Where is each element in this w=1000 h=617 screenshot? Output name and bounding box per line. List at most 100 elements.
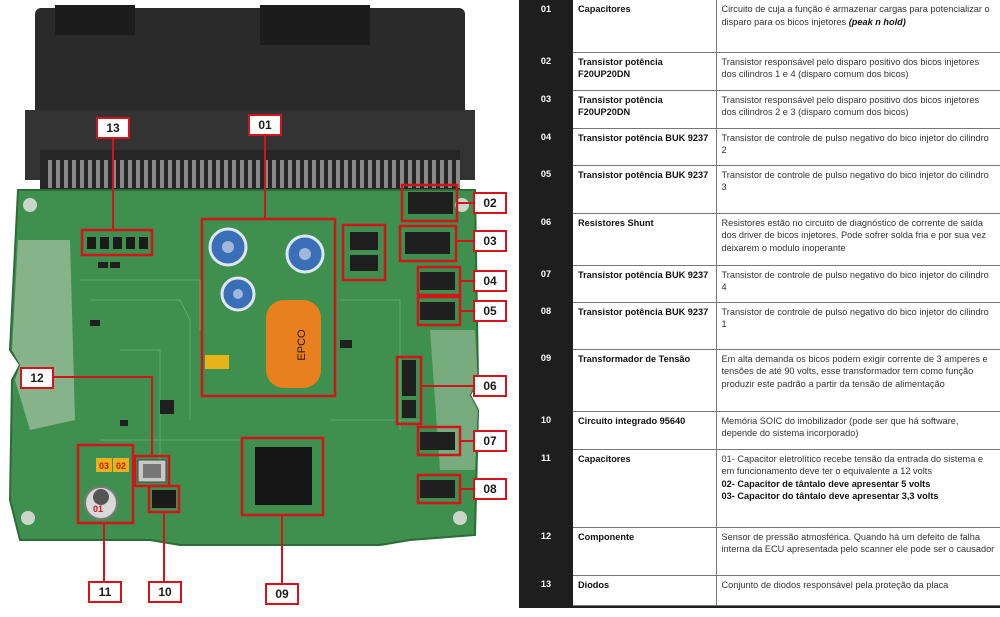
row-description: Transistor responsável pelo disparo posi…	[716, 52, 1000, 91]
legend-row: 13 Diodos Conjunto de diodos responsável…	[519, 575, 1000, 606]
epco-label: EPCO	[296, 329, 308, 361]
connector-pin	[368, 160, 372, 188]
row-component: Transistor potência BUK 9237	[573, 128, 717, 166]
highlight-03	[341, 223, 387, 282]
connector-pin	[88, 160, 92, 188]
connector-pin	[96, 160, 100, 188]
connector-pin	[360, 160, 364, 188]
callout-12: 12	[20, 367, 54, 389]
connector-pin	[72, 160, 76, 188]
legend-row: 08 Transistor potência BUK 9237 Transist…	[519, 302, 1000, 350]
legend-panel: 01 Capacitores Circuito de cuja a função…	[519, 0, 1000, 608]
legend-table: 01 Capacitores Circuito de cuja a função…	[519, 0, 1000, 606]
row-component: Diodos	[573, 575, 717, 606]
item11-marks: 03 02 01	[84, 458, 129, 520]
row-component: Transistor potência F20UP20DN	[573, 90, 717, 129]
tant-2-label: 02	[116, 461, 126, 471]
connector-pin	[344, 160, 348, 188]
row-number: 11	[519, 449, 573, 527]
row-number: 02	[519, 52, 573, 90]
row-component: Transistor potência BUK 9237	[573, 265, 717, 303]
row-description: Transistor de controle de pulso negativo…	[716, 302, 1000, 350]
mount-hole	[453, 511, 467, 525]
desc-bold: (peak n hold)	[848, 16, 906, 27]
callout-11: 11	[88, 581, 122, 603]
desc-line-3: 03- Capacitor do tântalo deve apresentar…	[721, 491, 939, 501]
row-component: Resistores Shunt	[573, 213, 717, 266]
connector-pin	[304, 160, 308, 188]
highlight-06	[395, 355, 423, 426]
legend-row: 01 Capacitores Circuito de cuja a função…	[519, 0, 1000, 53]
row-description: Sensor de pressão atmosférica. Quando há…	[716, 527, 1000, 576]
connector-pin	[208, 160, 212, 188]
ecu-board-illustration: EPCO	[8, 5, 480, 583]
connector-pin	[160, 160, 164, 188]
legend-row: 02 Transistor potência F20UP20DN Transis…	[519, 52, 1000, 91]
connector-pin	[200, 160, 204, 188]
row-component: Transistor potência BUK 9237	[573, 302, 717, 350]
connector-pin	[224, 160, 228, 188]
mount-hole	[23, 198, 37, 212]
connector-pin	[384, 160, 388, 188]
row-number: 04	[519, 128, 573, 165]
connector-pin	[256, 160, 260, 188]
legend-row: 05 Transistor potência BUK 9237 Transist…	[519, 165, 1000, 214]
row-description: Transistor de controle de pulso negativo…	[716, 165, 1000, 214]
legend-row: 10 Circuito integrado 95640 Memória SOIC…	[519, 411, 1000, 450]
connector-pin	[192, 160, 196, 188]
row-description: Resistores estão no circuito de diagnóst…	[716, 213, 1000, 266]
connector-pin	[376, 160, 380, 188]
desc-text: Circuito de cuja a função é armazenar ca…	[721, 4, 990, 27]
row-description: Conjunto de diodos responsável pela prot…	[716, 575, 1000, 606]
row-number: 09	[519, 349, 573, 411]
callout-09: 09	[265, 583, 299, 605]
yellow-chip	[205, 355, 229, 369]
row-number: 10	[519, 411, 573, 449]
connector-pin	[120, 160, 124, 188]
callout-03: 03	[473, 230, 507, 252]
connector-pin	[448, 160, 452, 188]
callout-08: 08	[473, 478, 507, 500]
row-number: 08	[519, 302, 573, 349]
desc-line-2: 02- Capacitor de tântalo deve apresentar…	[721, 478, 931, 489]
connector-pin	[48, 160, 52, 188]
connector-pin	[312, 160, 316, 188]
legend-row: 09 Transformador de Tensão Em alta deman…	[519, 349, 1000, 412]
smd-components	[90, 192, 455, 498]
connector-pin	[392, 160, 396, 188]
highlight-01	[200, 217, 337, 398]
connector-pin	[240, 160, 244, 188]
desc-line-1: 01- Capacitor eletrolítico recebe tensão…	[721, 453, 984, 477]
connector-pin	[432, 160, 436, 188]
connector-pin	[400, 160, 404, 188]
diode-row	[87, 237, 148, 249]
connector-pin	[176, 160, 180, 188]
row-number: 07	[519, 265, 573, 302]
highlight-13	[80, 228, 154, 257]
ecu-board-photo: EPCO	[8, 5, 507, 605]
connector-pin	[104, 160, 108, 188]
connector-pin	[232, 160, 236, 188]
row-component: Capacitores	[573, 449, 717, 528]
connector-pin	[248, 160, 252, 188]
row-number: 03	[519, 90, 573, 128]
row-description: Transistor responsável pelo disparo posi…	[716, 90, 1000, 129]
row-component: Circuito integrado 95640	[573, 411, 717, 450]
connector-pin	[280, 160, 284, 188]
connector-pin	[56, 160, 60, 188]
connector-pin	[184, 160, 188, 188]
highlight-11	[76, 443, 135, 525]
row-component: Transformador de Tensão	[573, 349, 717, 412]
legend-row: 06 Resistores Shunt Resistores estão no …	[519, 213, 1000, 266]
connector-pin	[136, 160, 140, 188]
connector-pin	[320, 160, 324, 188]
row-description: Em alta demanda os bicos podem exigir co…	[716, 349, 1000, 412]
row-description: Circuito de cuja a função é armazenar ca…	[716, 0, 1000, 53]
connector-pin	[408, 160, 412, 188]
mount-hole	[455, 198, 469, 212]
callout-04: 04	[473, 270, 507, 292]
callout-06: 06	[473, 375, 507, 397]
connector-pin	[328, 160, 332, 188]
connector-pin	[64, 160, 68, 188]
row-number: 06	[519, 213, 573, 265]
